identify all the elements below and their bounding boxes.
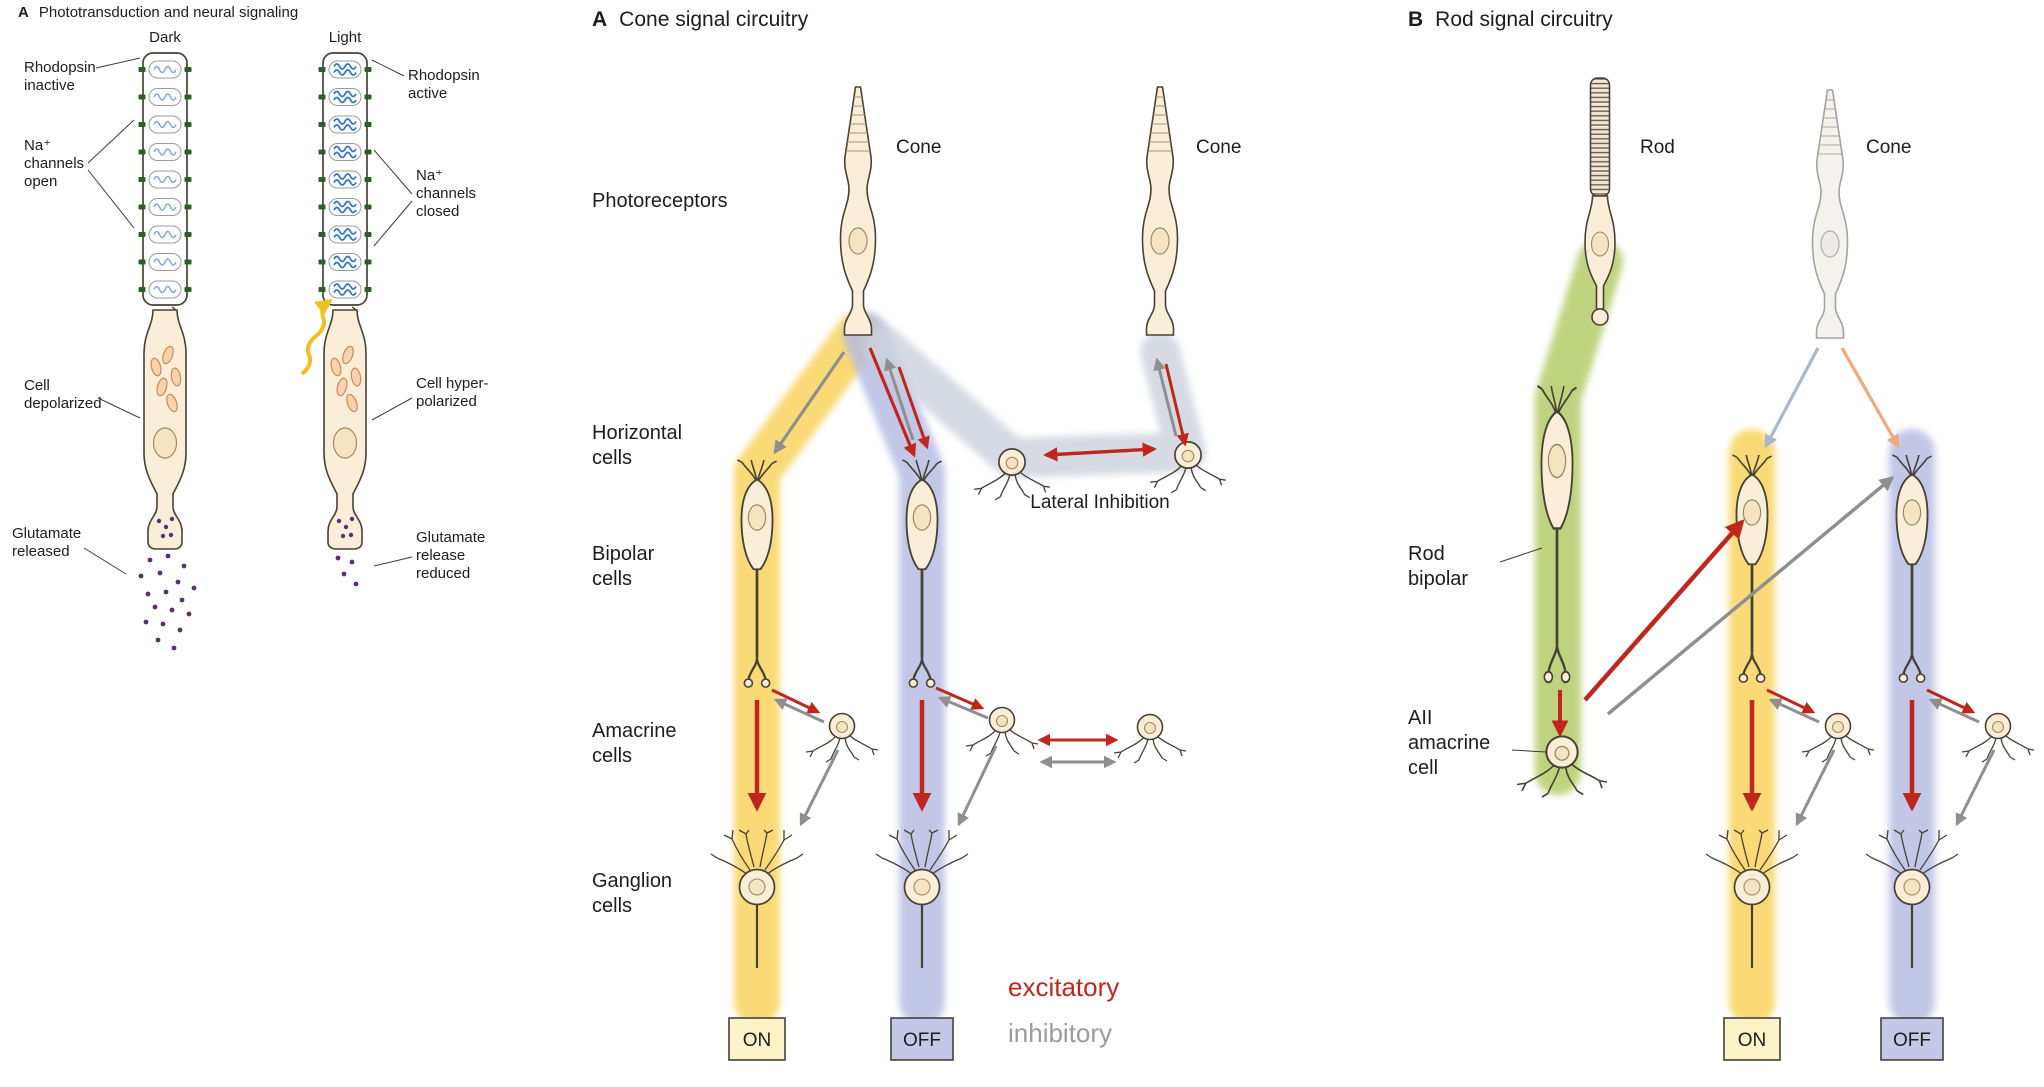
depolarized-label: depolarized	[24, 395, 102, 412]
excitatory-arrow	[1766, 688, 1816, 714]
na-closed-label: closed	[416, 203, 459, 220]
row-label-bipolar: cells	[592, 568, 632, 590]
amacrine-cell	[805, 712, 879, 763]
inhibitory-arrow	[773, 351, 846, 455]
na-open-label: Na⁺	[24, 137, 51, 154]
lateral-inhibition-arrow	[1043, 442, 1157, 462]
inhibitory-arrow	[957, 745, 998, 827]
inhibitory-arrow	[937, 696, 989, 720]
na-closed-label: channels	[416, 185, 476, 202]
legend-excitatory: excitatory	[1008, 972, 1119, 1002]
row-label-bipolar: Bipolar	[592, 543, 655, 565]
aii-label: cell	[1408, 757, 1438, 779]
glutamate-reduced-dots	[335, 555, 359, 587]
cone-label: Cone	[1866, 137, 1911, 158]
inhibitory-arrow	[1795, 749, 1836, 827]
excitatory-arrow	[868, 347, 917, 458]
leader-lines	[1499, 547, 1547, 753]
depolarized-label: Cell	[24, 377, 50, 394]
row-label-horizontal: Horizontal	[592, 422, 682, 444]
hyperpolarized-label: polarized	[416, 393, 477, 410]
glutamate-reduced-label: Glutamate	[416, 529, 485, 546]
off-box-label: OFF	[1893, 1030, 1931, 1051]
inhibitory-arrow	[1153, 357, 1178, 437]
row-label-photoreceptors: Photoreceptors	[592, 190, 728, 212]
row-label-ganglion: cells	[592, 895, 632, 917]
row-label-amacrine: cells	[592, 745, 632, 767]
leader-lines	[83, 57, 413, 575]
on-pathway-band	[734, 312, 881, 1025]
rhodopsin-inactive-label: Rhodopsin	[24, 59, 96, 76]
rhodopsin-active-label: active	[408, 85, 447, 102]
on-box-label: ON	[1738, 1030, 1767, 1051]
inhibitory-arrow	[799, 749, 840, 827]
on-box-label: ON	[743, 1030, 772, 1051]
dark-label: Dark	[149, 29, 181, 46]
dark-photoreceptor	[138, 52, 192, 550]
cone-to-on-arrow	[1764, 347, 1820, 449]
na-closed-label: Na⁺	[416, 167, 443, 184]
inhibitory-arrow	[1955, 749, 1996, 827]
rod-bipolar-label: bipolar	[1408, 568, 1468, 590]
glutamate-reduced-label: release	[416, 547, 465, 564]
inhibitory-arrow	[884, 357, 915, 441]
rod-bipolar-label: Rod	[1408, 543, 1445, 565]
cone-to-off-arrow	[1840, 347, 1900, 449]
on-box	[1723, 1017, 1781, 1061]
off-box	[890, 1017, 954, 1061]
photon-arrow	[300, 299, 333, 376]
off-box	[1880, 1017, 1944, 1061]
rhodopsin-inactive-label: inactive	[24, 77, 75, 94]
glutamate-released-dots	[138, 553, 197, 651]
light-label: Light	[329, 29, 362, 46]
inhibitory-arrow	[1928, 698, 1980, 724]
cone-label: Cone	[1196, 137, 1241, 158]
glutamate-released-label: released	[12, 543, 70, 560]
excitatory-arrow	[1583, 519, 1745, 702]
cone-photoreceptor	[839, 86, 877, 336]
inactive-cone-photoreceptor	[1811, 89, 1849, 339]
hyperpolarized-label: Cell hyper-	[416, 375, 489, 392]
inhibitory-arrow	[1768, 698, 1820, 724]
legend-inhibitory: inhibitory	[1008, 1018, 1112, 1048]
aii-label: amacrine	[1408, 732, 1490, 754]
rod-label: Rod	[1640, 137, 1675, 158]
cone-photoreceptor	[1141, 86, 1179, 336]
excitatory-arrow	[935, 686, 985, 710]
off-box-label: OFF	[903, 1030, 941, 1051]
excitatory-arrow	[1164, 363, 1189, 447]
cone-label: Cone	[896, 137, 941, 158]
light-photoreceptor	[318, 52, 372, 550]
excitatory-arrow	[771, 688, 821, 714]
glutamate-released-label: Glutamate	[12, 525, 81, 542]
excitatory-arrow	[897, 366, 930, 450]
row-label-ganglion: Ganglion	[592, 870, 672, 892]
glutamate-reduced-label: reduced	[416, 565, 470, 582]
na-open-label: channels	[24, 155, 84, 172]
rhodopsin-active-label: Rhodopsin	[408, 67, 480, 84]
on-box	[728, 1017, 786, 1061]
excitatory-arrow	[1926, 688, 1976, 714]
aii-label: AII	[1408, 707, 1432, 729]
inhibitory-arrow	[773, 698, 825, 724]
na-open-label: open	[24, 173, 57, 190]
amacrine-cell	[1113, 713, 1187, 764]
inhibitory-arrow	[1606, 476, 1895, 716]
lateral-inhibition-label: Lateral Inhibition	[1030, 492, 1169, 513]
row-label-amacrine: Amacrine	[592, 720, 676, 742]
row-label-horizontal: cells	[592, 447, 632, 469]
